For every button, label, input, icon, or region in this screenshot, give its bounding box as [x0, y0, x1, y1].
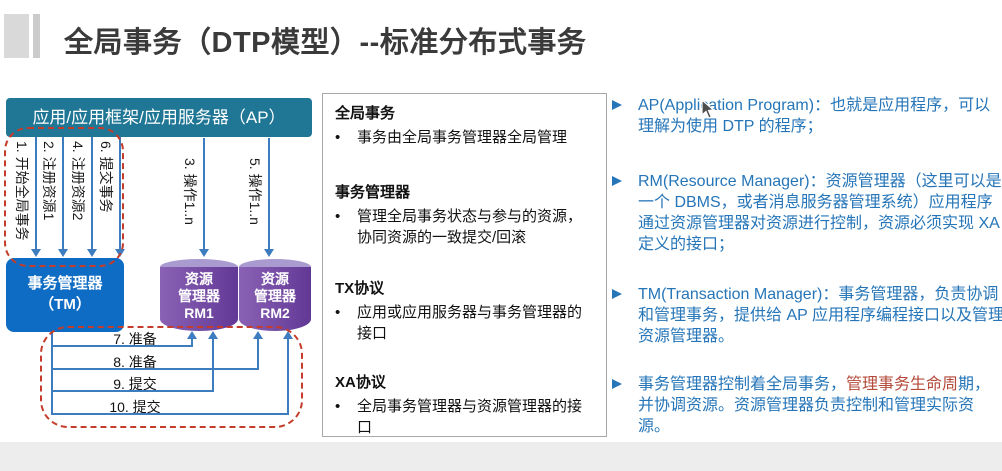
note-ap: AP(Application Program)：也就是应用程序，可以理解为使用 …	[612, 95, 1002, 137]
arrowhead-up-8-icon	[253, 331, 263, 339]
bullet-icon: •	[335, 208, 341, 225]
notes-panel: AP(Application Program)：也就是应用程序，可以理解为使用 …	[612, 95, 1002, 437]
glossary-bullet: • 应用或应用服务器与事务管理器的接口	[335, 302, 594, 344]
flow-line-10	[51, 413, 289, 415]
arrow-line-5	[268, 138, 270, 250]
arrowhead-up-7-icon	[187, 331, 197, 339]
flow-label-10: 10. 提交	[109, 399, 161, 415]
arrow-line-2	[62, 137, 64, 250]
title-deco-bar	[33, 14, 40, 58]
glossary-panel: 全局事务 • 事务由全局事务管理器全局管理 事务管理器 • 管理全局事务状态与参…	[322, 93, 607, 437]
flow-label-9: 9. 提交	[113, 376, 157, 392]
arrow-line-1	[35, 137, 37, 250]
rm1-cylinder: 资源 管理器 RM1	[160, 259, 238, 331]
flow-line-8	[51, 368, 259, 370]
arrowhead-up-10-icon	[283, 331, 293, 339]
arrow-label-6: 6. 提交事务	[98, 141, 114, 213]
flow-line-7	[51, 345, 193, 347]
rm2-label: 资源 管理器 RM2	[239, 271, 311, 322]
rm1-label-line1: 资源	[185, 271, 213, 287]
rm2-cylinder: 资源 管理器 RM2	[239, 259, 311, 331]
glossary-bullet-text: 事务由全局事务管理器全局管理	[357, 129, 568, 146]
glossary-heading: XA协议	[335, 374, 386, 391]
rm2-label-line1: 资源	[261, 271, 289, 287]
arrow-line-3	[203, 138, 205, 250]
glossary-heading: 全局事务	[335, 105, 396, 122]
glossary-bullet-text: 应用或应用服务器与事务管理器的接口	[357, 304, 583, 342]
flow-riser-7	[191, 338, 193, 347]
glossary-heading: TX协议	[335, 280, 385, 297]
rm1-label: 资源 管理器 RM1	[160, 271, 238, 322]
arrow-label-3: 3. 操作1..n	[182, 158, 198, 225]
tm-box-line1: 事务管理器	[27, 275, 103, 292]
rm1-label-line2: 管理器	[178, 288, 220, 304]
glossary-bullet: • 事务由全局事务管理器全局管理	[335, 127, 594, 148]
flow-riser-8	[257, 338, 259, 370]
mouse-cursor-icon	[701, 99, 715, 119]
note-text: AP(Application Program)：也就是应用程序，可以理解为使用 …	[638, 97, 991, 135]
rm1-cylinder-body	[160, 267, 238, 331]
flow-label-7: 7. 准备	[113, 331, 157, 347]
note-arrow-icon	[612, 374, 638, 437]
arrowhead-down-6-icon	[115, 249, 125, 257]
tm-box-line2: （TM）	[39, 296, 91, 313]
flow-riser-10	[287, 338, 289, 415]
ap-box: 应用/应用框架/应用服务器（AP）	[6, 98, 312, 137]
tm-box: 事务管理器 （TM）	[6, 258, 124, 332]
arrow-label-5: 5. 操作1..n	[247, 158, 263, 225]
arrowhead-down-1-icon	[31, 249, 41, 257]
flow-trunk-line	[51, 332, 53, 414]
arrow-label-4: 4. 注册资源2	[70, 141, 86, 221]
glossary-section-global-tx: 全局事务 • 事务由全局事务管理器全局管理	[335, 102, 594, 148]
flow-label-8: 8. 准备	[113, 354, 157, 370]
arrowhead-down-3-icon	[199, 249, 209, 257]
glossary-bullet: • 管理全局事务状态与参与的资源，协同资源的一致提交/回滚	[335, 206, 594, 248]
arrowhead-down-2-icon	[58, 249, 68, 257]
arrow-line-6	[119, 137, 121, 250]
note-arrow-icon	[612, 95, 638, 137]
glossary-bullet-text: 全局事务管理器与资源管理器的接口	[357, 398, 583, 436]
note-summary: 事务管理器控制着全局事务，管理事务生命周期，并协调资源。资源管理器负责控制和管理…	[612, 374, 1002, 437]
glossary-section-tx-protocol: TX协议 • 应用或应用服务器与事务管理器的接口	[335, 277, 594, 344]
note-text: TM(Transaction Manager)：事务管理器，负责协调和管理事务，…	[638, 286, 1002, 345]
note-tm: TM(Transaction Manager)：事务管理器，负责协调和管理事务，…	[612, 284, 1002, 347]
glossary-bullet: • 全局事务管理器与资源管理器的接口	[335, 396, 594, 436]
arrowhead-up-9-icon	[208, 331, 218, 339]
glossary-section-tm: 事务管理器 • 管理全局事务状态与参与的资源，协同资源的一致提交/回滚	[335, 181, 594, 248]
arrowhead-down-5-icon	[264, 249, 274, 257]
rm2-cylinder-body	[239, 267, 311, 331]
page-title: 全局事务（DTP模型）--标准分布式事务	[64, 27, 587, 59]
note-text: RM(Resource Manager)：资源管理器（这里可以是一个 DBMS，…	[638, 173, 1002, 253]
note-text: 事务管理器控制着全局事务，管理事务生命周期，并协调资源。资源管理器负责控制和管理…	[638, 376, 991, 435]
flow-riser-9	[212, 338, 214, 392]
bottom-margin-band	[0, 442, 1002, 471]
glossary-bullet-text: 管理全局事务状态与参与的资源，协同资源的一致提交/回滚	[357, 208, 583, 246]
arrow-label-2: 2. 注册资源1	[41, 141, 57, 221]
note-arrow-icon	[612, 171, 638, 255]
arrow-label-1: 1. 开始全局事务	[14, 141, 30, 241]
title-deco-square	[4, 14, 29, 58]
bullet-icon: •	[335, 398, 341, 415]
rm2-label-line3: RM2	[260, 305, 290, 321]
arrow-line-4	[91, 137, 93, 250]
glossary-section-xa-protocol: XA协议 • 全局事务管理器与资源管理器的接口	[335, 371, 594, 436]
note-rm: RM(Resource Manager)：资源管理器（这里可以是一个 DBMS，…	[612, 171, 1002, 255]
arrowhead-down-4-icon	[87, 249, 97, 257]
flow-line-9	[51, 390, 214, 392]
glossary-heading: 事务管理器	[335, 184, 411, 201]
rm1-label-line3: RM1	[184, 305, 214, 321]
bullet-icon: •	[335, 304, 341, 321]
rm2-label-line2: 管理器	[254, 288, 296, 304]
note-arrow-icon	[612, 284, 638, 347]
bullet-icon: •	[335, 129, 341, 146]
